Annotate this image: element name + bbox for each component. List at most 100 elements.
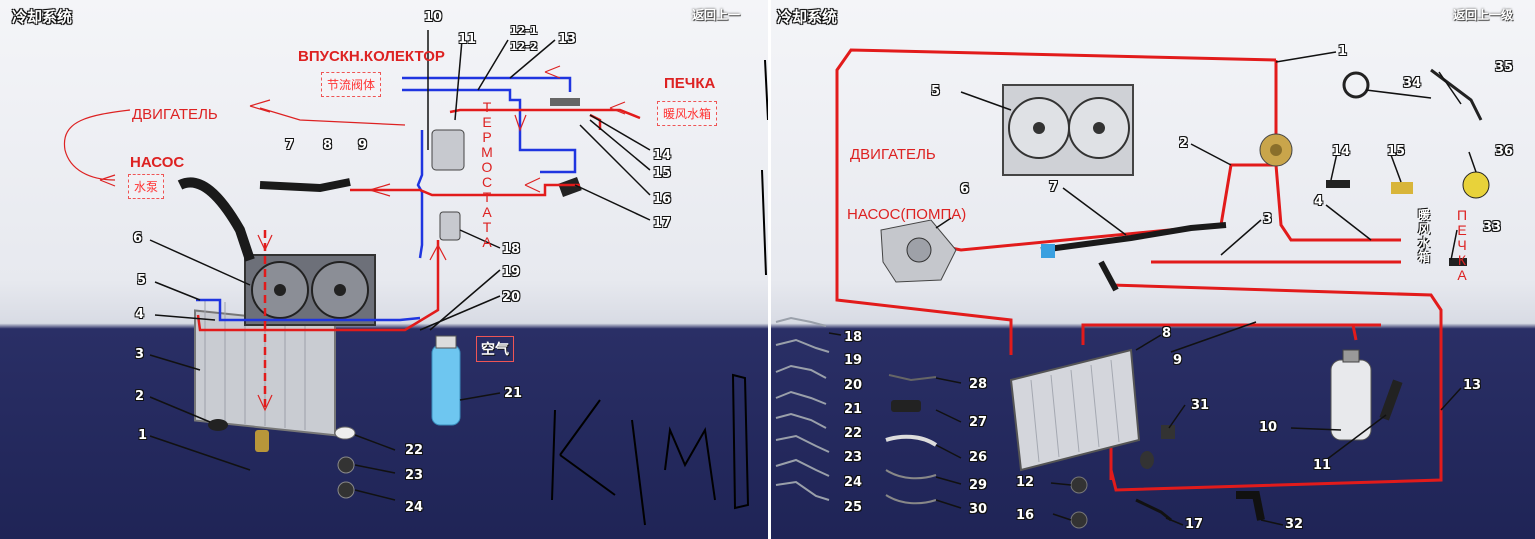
callout-10: 10 [424,10,443,25]
r-callout-24: 24 [844,475,863,490]
right-hose-list [775,316,830,501]
callout-22: 22 [405,443,424,458]
box-air: 空气 [476,336,514,362]
callout-15: 15 [653,166,672,181]
callout-5: 5 [137,273,147,288]
r-callout-29: 29 [969,478,988,493]
box-throttle-body: 节流阀体 [321,72,382,97]
right-thermostat [1259,133,1293,167]
r-callout-23: 23 [844,450,863,465]
callout-24: 24 [405,500,424,515]
left-hose-6 [177,177,255,262]
left-part-1 [255,430,269,452]
right-hose-7 [1040,222,1227,292]
left-back-link[interactable]: 返回上一 [692,8,741,22]
left-part-17 [558,177,582,197]
callout-11: 11 [458,32,477,47]
r-callout-32: 32 [1285,517,1304,532]
callout-19: 19 [502,265,521,280]
callout-17: 17 [653,216,672,231]
r-callout-12: 12 [1016,475,1035,490]
callout-8: 8 [323,138,333,153]
r-callout-35: 35 [1495,60,1514,75]
r-callout-34: 34 [1403,76,1422,91]
label-thermostat-vertical: ТЕРМОСТАТА [481,99,493,250]
callout-7: 7 [285,138,295,153]
left-part-24 [337,481,355,499]
right-diagram-graphics [775,48,1490,529]
callout-14: 14 [653,148,672,163]
left-blue-lines [196,76,577,322]
callout-2: 2 [135,389,145,404]
left-part-2 [208,419,228,431]
r-callout-36: 36 [1495,144,1514,159]
left-callout-leaders [149,30,651,501]
r-callout-22: 22 [844,426,863,441]
left-header: 冷却系统 [12,8,73,26]
r-callout-7: 7 [1049,180,1059,195]
r-callout-16: 16 [1016,508,1035,523]
r-callout-9: 9 [1173,353,1183,368]
right-panel: 冷却系统 返回上一级 [771,0,1535,539]
r-callout-5: 5 [931,84,941,99]
label-heater: ПЕЧКА [664,75,716,92]
right-radiator [1009,348,1141,472]
label-intake-manifold: ВПУСКН.КОЛЕКТОР [298,48,445,65]
r-callout-13: 13 [1463,378,1482,393]
left-part-23 [337,456,355,474]
callout-4: 4 [135,307,145,322]
callout-12-2: 12-2 [510,40,538,53]
right-label-pump: НАСОС(ПОМПА) [847,206,967,223]
right-fan-assembly [1002,84,1134,176]
r-callout-1: 1 [1338,44,1348,59]
callout-21: 21 [504,386,523,401]
r-callout-4: 4 [1314,194,1324,209]
r-callout-20: 20 [844,378,863,393]
label-pump: НАСОС [130,154,185,171]
callout-16: 16 [653,192,672,207]
r-callout-21: 21 [844,402,863,417]
r-callout-19: 19 [844,353,863,368]
left-thermostat-housing [431,129,465,241]
r-callout-10: 10 [1259,420,1278,435]
callout-18: 18 [502,242,521,257]
r-callout-26: 26 [969,450,988,465]
callout-6: 6 [133,231,143,246]
callout-13: 13 [558,32,577,47]
r-callout-30: 30 [969,502,988,517]
right-water-pump [880,219,957,283]
callout-3: 3 [135,347,145,362]
left-fan-assembly [244,254,376,326]
label-engine: ДВИГАТЕЛЬ [132,106,218,123]
right-coolant-reservoir [1330,349,1372,441]
left-coolant-reservoir [431,335,461,426]
callout-9: 9 [358,138,368,153]
right-small-parts [885,68,1490,529]
box-heater-core: 暖风水箱 [657,101,718,126]
r-callout-3: 3 [1263,212,1273,227]
r-callout-31: 31 [1191,398,1210,413]
r-callout-6: 6 [960,182,970,197]
r-callout-17: 17 [1185,517,1204,532]
callout-23: 23 [405,468,424,483]
r-callout-8: 8 [1162,326,1172,341]
r-callout-18: 18 [844,330,863,345]
r-callout-15: 15 [1387,144,1406,159]
r-callout-25: 25 [844,500,863,515]
left-diagram-graphics [63,30,768,526]
right-box-heater-core: 暖风水箱 [1417,208,1430,264]
left-part-22 [334,426,356,440]
r-callout-27: 27 [969,415,988,430]
left-hose-7-8 [259,178,351,193]
r-callout-14: 14 [1332,144,1351,159]
left-panel: 冷却系统 返回上一 [0,0,768,539]
right-back-link[interactable]: 返回上一级 [1453,8,1514,22]
left-red-lines [196,108,641,410]
callout-20: 20 [502,290,521,305]
right-hose-clamp [1041,244,1055,258]
right-label-heater-vertical: ПЕЧКА [1456,207,1468,283]
right-header: 冷却系统 [777,8,838,26]
callout-12-1: 12-1 [510,24,538,37]
r-callout-33: 33 [1483,220,1502,235]
r-callout-11: 11 [1313,458,1332,473]
